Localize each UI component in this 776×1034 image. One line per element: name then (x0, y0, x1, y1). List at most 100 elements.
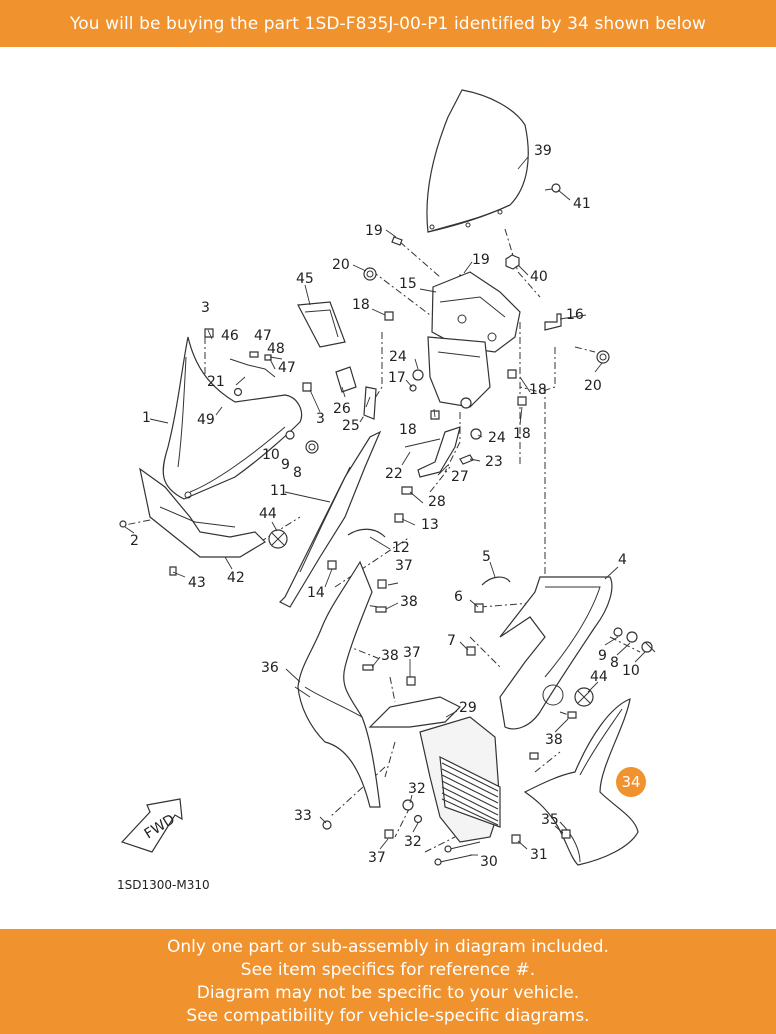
label-5: 5 (482, 549, 491, 565)
label-23: 23 (485, 454, 503, 470)
label-13: 13 (421, 517, 439, 533)
label-20a: 20 (332, 257, 350, 273)
footer-line-1: Only one part or sub-assembly in diagram… (167, 936, 609, 957)
label-41: 41 (573, 196, 591, 212)
label-32b: 32 (404, 834, 422, 850)
label-1: 1 (142, 410, 151, 426)
label-42: 42 (227, 570, 245, 586)
part-38-clip-right (529, 711, 577, 760)
part-44-right-grommet (574, 687, 594, 707)
part-45-bracket (297, 301, 346, 348)
label-37b: 37 (403, 645, 421, 661)
diagram-code: 1SD1300-M310 (117, 878, 210, 892)
label-35: 35 (541, 812, 559, 828)
label-8b: 8 (610, 655, 619, 671)
label-20b: 20 (584, 378, 602, 394)
label-26: 26 (333, 401, 351, 417)
label-9a: 9 (281, 457, 290, 473)
part-37-38-clips (362, 579, 416, 839)
top-banner: You will be buying the part 1SD-F835J-00… (0, 0, 776, 47)
footer-line-2: See item specifics for reference #. (240, 959, 536, 980)
label-48: 48 (267, 341, 285, 357)
label-34: 34 (621, 773, 640, 791)
label-18c: 18 (399, 422, 417, 438)
label-43: 43 (188, 575, 206, 591)
label-6: 6 (454, 589, 463, 605)
footer-line-4: See compatibility for vehicle-specific d… (186, 1005, 590, 1026)
label-24a: 24 (389, 349, 407, 365)
part-42-lower-cover (139, 467, 266, 558)
label-18a: 18 (352, 297, 370, 313)
label-44b: 44 (590, 669, 608, 685)
label-25: 25 (342, 418, 360, 434)
part-36-lower-panel (294, 560, 381, 808)
label-9b: 9 (598, 648, 607, 664)
label-7: 7 (447, 633, 456, 649)
label-37a: 37 (395, 558, 413, 574)
label-31: 31 (530, 847, 548, 863)
label-10b: 10 (622, 663, 640, 679)
label-3a: 3 (201, 300, 210, 316)
leader-lines (124, 156, 646, 856)
label-47b: 47 (278, 360, 296, 376)
part-29-radiator-cover (368, 696, 501, 843)
label-16: 16 (566, 307, 584, 323)
label-38b: 38 (381, 648, 399, 664)
label-3b: 3 (316, 411, 325, 427)
fwd-arrow: FWD (120, 798, 183, 853)
label-17: 17 (388, 370, 406, 386)
top-banner-text: You will be buying the part 1SD-F835J-00… (70, 13, 706, 34)
part-34-right-lower-panel (523, 698, 639, 866)
part-16-clamp (544, 313, 562, 331)
label-37c: 37 (368, 850, 386, 866)
part-44-left-grommet (268, 529, 288, 549)
label-18d: 18 (513, 426, 531, 442)
label-32a: 32 (408, 781, 426, 797)
label-47a: 47 (254, 328, 272, 344)
reference-labels: 39 41 19 19 20 40 15 45 18 16 3 46 47 48… (130, 143, 640, 870)
label-19a: 19 (365, 223, 383, 239)
part-1-left-cowling (162, 336, 303, 500)
label-2: 2 (130, 533, 139, 549)
label-4: 4 (618, 552, 627, 568)
parts-diagram: 39 41 19 19 20 40 15 45 18 16 3 46 47 48… (0, 47, 776, 929)
label-27: 27 (451, 469, 469, 485)
label-29: 29 (459, 700, 477, 716)
label-44a: 44 (259, 506, 277, 522)
footer-line-3: Diagram may not be specific to your vehi… (196, 982, 580, 1003)
label-39: 39 (534, 143, 552, 159)
part-8-9-10-right (613, 627, 656, 653)
label-18b: 18 (529, 382, 547, 398)
part-11-inner-panel (278, 430, 382, 608)
highlight-marker-34: 34 (616, 767, 646, 797)
parts-diagram-svg: 39 41 19 19 20 40 15 45 18 16 3 46 47 48… (117, 89, 656, 892)
label-19b: 19 (472, 252, 490, 268)
label-33: 33 (294, 808, 312, 824)
label-15: 15 (399, 276, 417, 292)
label-30: 30 (480, 854, 498, 870)
label-46: 46 (221, 328, 239, 344)
label-8a: 8 (293, 465, 302, 481)
part-41-screw (544, 183, 561, 193)
label-21: 21 (207, 374, 225, 390)
part-39-windscreen (426, 89, 529, 233)
part-4-right-cowling (499, 576, 613, 730)
radiator-grille (441, 762, 499, 826)
label-40: 40 (530, 269, 548, 285)
label-45: 45 (296, 271, 314, 287)
label-10a: 10 (262, 447, 280, 463)
label-49: 49 (197, 412, 215, 428)
part-5-6-7-clips (466, 576, 511, 656)
part-12-13-14-clips (327, 486, 413, 570)
part-20-grommets (363, 267, 610, 364)
label-22: 22 (385, 466, 403, 482)
label-24b: 24 (488, 430, 506, 446)
label-36: 36 (261, 660, 279, 676)
part-40-nut (505, 254, 520, 270)
label-28: 28 (428, 494, 446, 510)
label-14: 14 (307, 585, 325, 601)
label-12: 12 (392, 540, 410, 556)
stay-assembly (384, 311, 527, 440)
part-26-25 (335, 366, 377, 420)
part-15-bracket (431, 271, 521, 353)
